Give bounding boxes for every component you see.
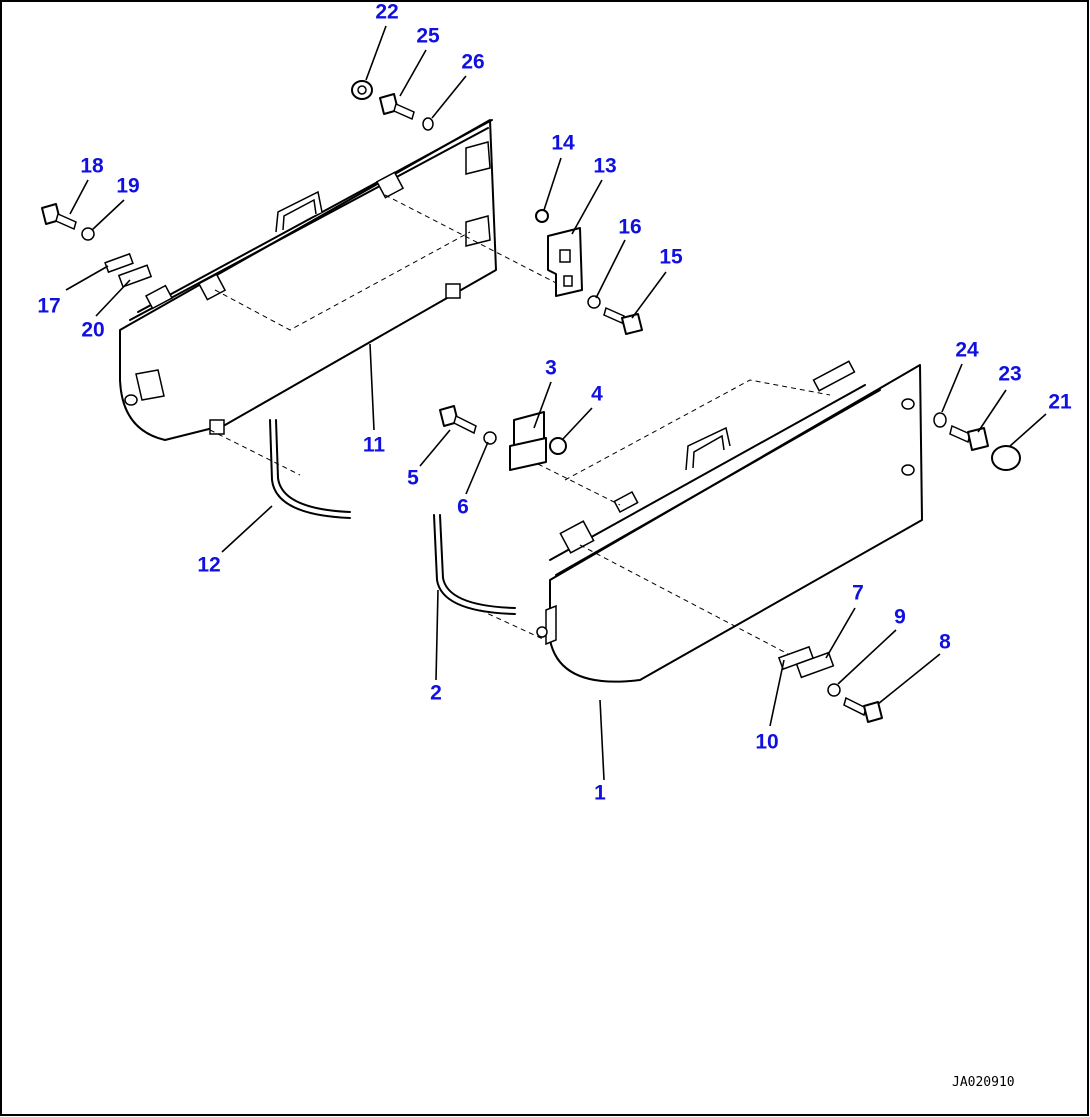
callout-9: 9	[894, 606, 906, 629]
callout-4: 4	[591, 383, 603, 406]
callout-3: 3	[545, 357, 557, 380]
callout-25: 25	[416, 25, 440, 48]
callout-16: 16	[618, 216, 641, 239]
callout-17: 17	[37, 295, 60, 318]
callout-1: 1	[594, 782, 606, 805]
hardware-parts	[41, 80, 1021, 723]
callout-18: 18	[80, 155, 104, 178]
callout-8: 8	[939, 631, 951, 654]
callout-22: 22	[375, 1, 398, 24]
drawing-code: JA020910	[952, 1075, 1015, 1090]
rear-cover-assembly	[119, 119, 561, 476]
callout-20: 20	[81, 319, 104, 342]
callout-10: 10	[755, 731, 778, 754]
callout-2: 2	[430, 682, 442, 705]
callout-26: 26	[461, 51, 484, 74]
callout-12: 12	[197, 554, 220, 577]
callout-6: 6	[457, 496, 469, 519]
callout-21: 21	[1048, 391, 1072, 414]
callout-11: 11	[363, 434, 386, 457]
callout-5: 5	[407, 467, 419, 490]
callout-13: 13	[593, 155, 616, 178]
callout-7: 7	[852, 582, 864, 605]
callout-14: 14	[551, 132, 575, 155]
callout-leaders	[65, 25, 1047, 781]
rear-seal-strip	[269, 419, 351, 519]
callout-23: 23	[998, 363, 1021, 386]
callout-19: 19	[116, 175, 139, 198]
callout-labels: 1 2 3 4 5 6 7 8 9 10 11 12 13 14 15 16 1…	[37, 1, 1072, 805]
front-cover-assembly	[479, 360, 923, 683]
front-seal-strip	[433, 514, 516, 615]
callout-15: 15	[659, 246, 683, 269]
callout-24: 24	[955, 339, 979, 362]
